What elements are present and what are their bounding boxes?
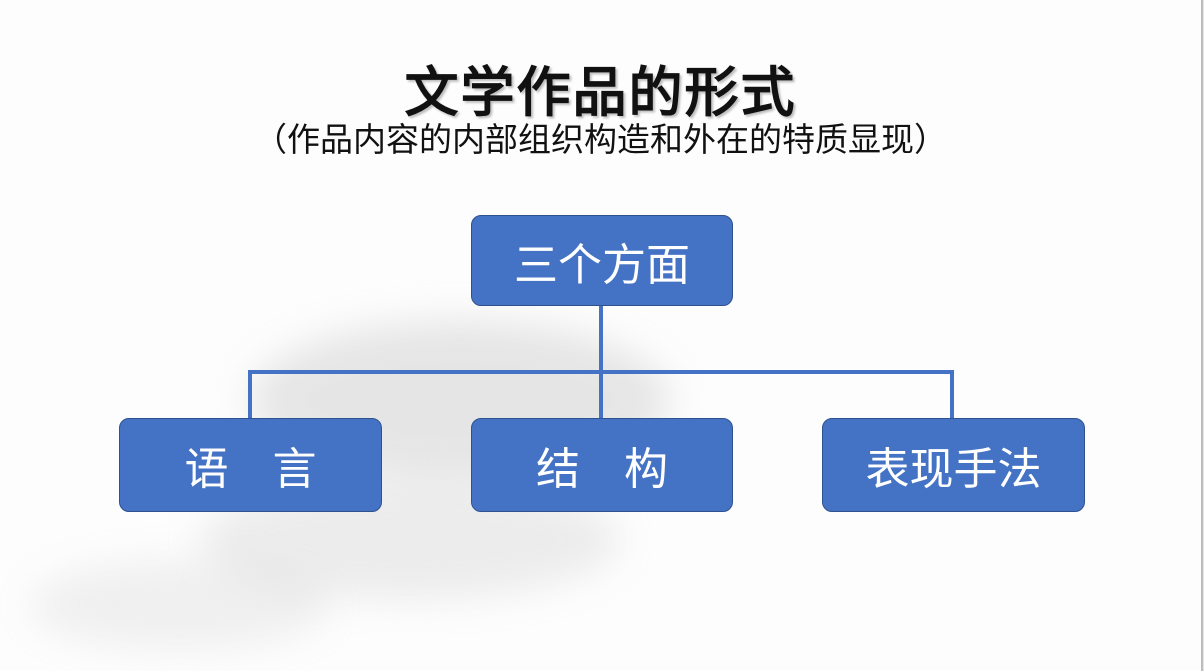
connector-right — [950, 370, 954, 419]
ink-background — [30, 560, 330, 650]
slide-title: 文学作品的形式 — [404, 61, 797, 124]
connector-horizontal — [248, 370, 954, 374]
root-node: 三个方面 — [471, 215, 733, 306]
connector-left — [248, 370, 252, 419]
child-node-structure: 结 构 — [471, 418, 733, 512]
connector-trunk — [599, 305, 603, 419]
child-node-language: 语 言 — [119, 418, 382, 512]
slide-subtitle: （作品内容的内部组织构造和外在的特质显现） — [254, 120, 947, 159]
child-node-technique: 表现手法 — [822, 418, 1085, 512]
